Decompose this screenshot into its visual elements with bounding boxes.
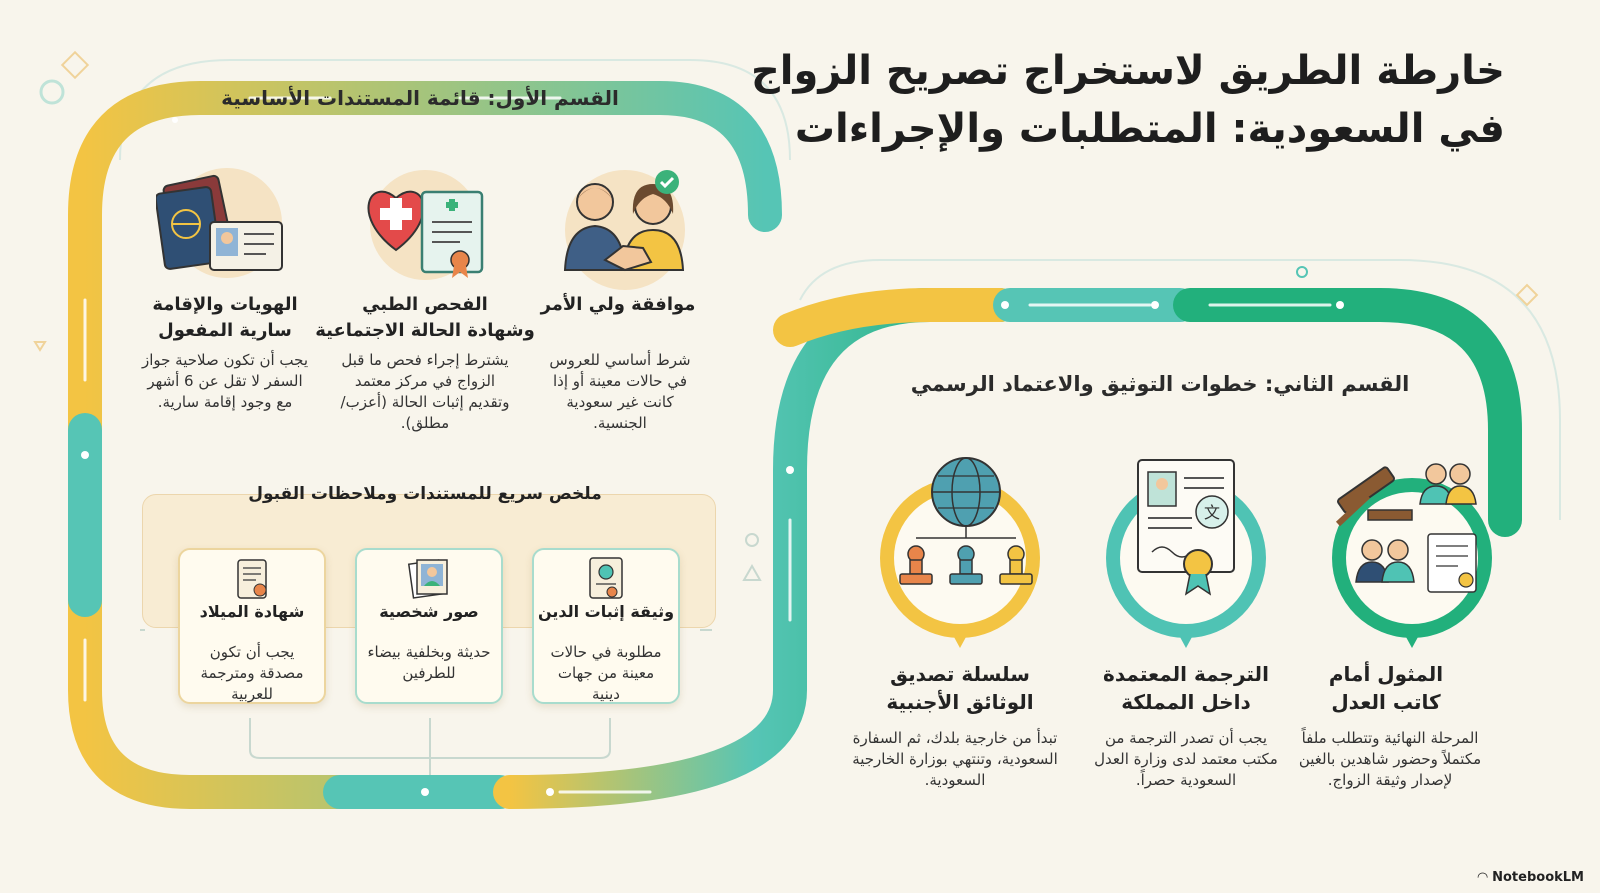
title-line-1: خارطة الطريق لاستخراج تصريح الزواج (750, 48, 1505, 94)
step-translation-title: الترجمة المعتمدة داخل المملكة (1103, 662, 1269, 714)
card-id-desc: يجب أن تكون صلاحية جواز السفر لا تقل عن … (141, 351, 309, 411)
step-notary-title: المثول أمام كاتب العدل (1328, 662, 1444, 714)
notebooklm-logo-icon: ◠ (1477, 870, 1493, 885)
scroll-certificate-icon (237, 559, 267, 599)
summary-card-desc: حديثة وبخلفية بيضاء للطرفين (367, 643, 491, 682)
translation-document-icon: 文 (1137, 459, 1235, 596)
medical-certificate-icon (367, 190, 484, 278)
card-guardian-consent-desc: شرط أساسي للعروس في حالات معينة أو إذا ك… (549, 351, 691, 432)
pin-tip (1400, 626, 1424, 648)
brand-label: ◠ NotebookLM (1477, 870, 1584, 885)
summary-card-title: وثيقة إثبات الدين (537, 602, 675, 621)
summary-card-photos: صور شخصية حديثة وبخلفية بيضاء للطرفين (355, 548, 503, 704)
summary-card-birth-certificate: شهادة الميلاد يجب أن تكون مصدقة ومترجمة … (178, 548, 326, 704)
summary-title: ملخص سريع للمستندات وملاحظات القبول (248, 484, 602, 504)
section1-title: القسم الأول: قائمة المستندات الأساسية (221, 86, 619, 110)
svg-text:文: 文 (1204, 503, 1220, 522)
summary-card-desc: مطلوبة في حالات معينة من جهات دينية (550, 643, 662, 703)
card-guardian-consent-title: موافقة ولي الأمر (540, 294, 696, 315)
pin-tip (1174, 626, 1198, 648)
pin-tip (948, 626, 972, 648)
certificate-seal-icon (589, 557, 623, 599)
page-title: خارطة الطريق لاستخراج تصريح الزواج في ال… (725, 42, 1505, 158)
summary-card-title: شهادة الميلاد (199, 602, 305, 621)
globe-stamps-icon (899, 457, 1033, 585)
notary-gavel-icon (1335, 463, 1477, 593)
handshake-icon (563, 170, 685, 272)
step-authentication-title: سلسلة تصديق الوثائق الأجنبية (886, 662, 1034, 714)
card-medical-desc: يشترط إجراء فحص ما قبل الزواج في مركز مع… (340, 351, 510, 432)
section2-title: القسم الثاني: خطوات التوثيق والاعتماد ال… (910, 372, 1410, 396)
summary-card-religion-proof: وثيقة إثبات الدين مطلوبة في حالات معينة … (532, 548, 680, 704)
title-line-2: في السعودية: المتطلبات والإجراءات (794, 106, 1505, 152)
summary-card-desc: يجب أن تكون مصدقة ومترجمة للعربية (200, 643, 304, 703)
photo-icon (407, 559, 448, 599)
step-translation-desc: يجب أن تصدر الترجمة من مكتب معتمد لدى وز… (1094, 729, 1278, 789)
summary-card-title: صور شخصية (379, 602, 479, 621)
passport-id-icon (156, 174, 283, 271)
card-id-title: الهويات والإقامة سارية المفعول (152, 294, 298, 341)
step-authentication-desc: تبدأ من خارجية بلدك، ثم السفارة السعودية… (852, 729, 1058, 789)
card-medical-title: الفحص الطبي وشهادة الحالة الاجتماعية (315, 294, 535, 341)
step-notary-desc: المرحلة النهائية وتتطلب ملفاً مكتملاً وح… (1298, 729, 1482, 789)
